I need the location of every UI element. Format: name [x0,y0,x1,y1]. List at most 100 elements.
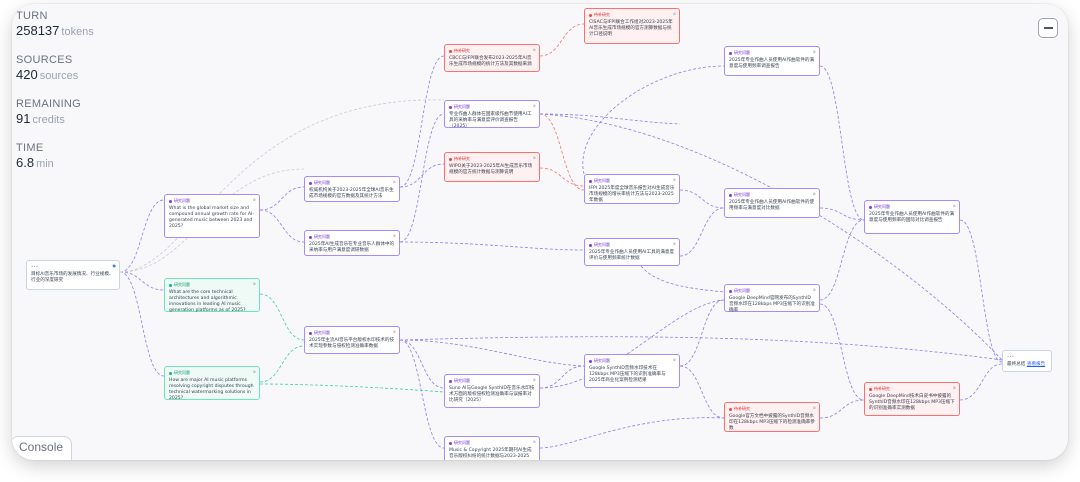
close-icon[interactable]: ⊗ [812,405,816,410]
subquestion-node[interactable]: 研究问题 ⊗ Google SynthID音频水印技术在128kbps MP3压… [584,354,680,388]
edge [259,293,305,341]
node-tag: 研究问题 [314,330,330,335]
dot-icon [449,157,452,161]
dot-icon [589,13,592,17]
close-icon[interactable]: ⊗ [532,439,536,444]
node-text: CBCC与IFPI联合发布2023-2025年AI音乐生成市场规模的统计方法及其… [449,56,532,67]
console-tab[interactable]: Console [12,436,73,460]
node-text: Suno AI与Google SynthID在音乐水印技术方面的版权侵权检测准确… [449,386,535,403]
node-text: CISAC与IFPI联合工作组对2023-2025年AI音乐生成市场规模的官方测… [589,20,673,37]
dot-icon [869,387,872,391]
node-text: Google DeepMind官网发布的SynthID音频水印在128kbps … [729,296,815,313]
close-icon[interactable]: ⊗ [252,369,256,374]
close-icon[interactable]: ⊗ [532,47,536,52]
node-text: 2025年主流AI音乐平台版权水印技术的技术实现参数与侵权检测准确率数据 [309,338,395,349]
subquestion-node[interactable]: 研究问题 ⊗ Suno AI与Google SynthID在音乐水印技术方面的版… [444,374,540,408]
node-tag: 研究问题 [174,198,190,203]
subquestion-node[interactable]: 研究问题 ⊗ Music & Copyright 2025年期刊AI生成音乐版权… [444,436,540,460]
pending-node[interactable]: 待补研究 ⊗ CISAC与IFPI联合工作组对2023-2025年AI音乐生成市… [584,8,680,44]
root-node[interactable]: ••• ● 目标AI音乐市场的发展情况、行业规模、行业的深度研究 [26,260,120,290]
dot-icon [309,181,312,185]
dot-icon [449,49,452,53]
edge [119,271,165,291]
stat-label: SOURCES [16,54,73,66]
stat-label: TURN [16,10,48,22]
edge [399,113,445,243]
close-icon[interactable]: ⊗ [532,377,536,382]
close-icon[interactable]: ⊗ [672,11,676,16]
dot-icon [169,371,172,375]
question-node-tech[interactable]: 研究问题 ⊗ What are the core technical archi… [164,278,260,313]
dot-icon [449,441,452,445]
close-icon[interactable]: ⊗ [672,357,676,362]
subquestion-node[interactable]: 研究问题 ⊗ 2025年专业作曲人员使用AI作曲软件的满意度与使用频率的国际对比… [864,200,960,234]
dot-icon [309,331,312,335]
close-icon[interactable]: ⊗ [812,287,816,292]
pending-node[interactable]: 待补研究 ⊗ CBCC与IFPI联合发布2023-2025年AI音乐生成市场规模… [444,44,540,72]
view-report-link[interactable]: 查看报告 [1026,362,1046,367]
edge [539,113,1003,361]
node-text: 专业作曲人群体在国家级作曲节使用AI工具的采纳率与满意度评价调查报告（2025） [449,112,532,129]
close-icon[interactable]: ⊗ [392,233,396,238]
close-icon[interactable]: ⊗ [252,281,256,286]
edge [539,113,681,125]
subquestion-node[interactable]: 研究问题 ⊗ 2025年专业作曲人员使用AI工具的满意度评价与使用频率统计数据 [584,238,680,266]
close-icon[interactable]: ⊗ [392,329,396,334]
edge [259,209,305,243]
close-icon[interactable]: ⊗ [252,197,256,202]
edge [119,271,165,377]
node-text: 2025年AI生成音乐在专业音乐人群体中的采纳率与用户满意度调研数据 [309,242,395,253]
subquestion-node[interactable]: 研究问题 ⊗ 2025年专业作曲人员使用AI作曲软件的使用频率与满意度对比数据 [724,188,820,218]
stat-unit: sources [39,70,79,82]
edge [259,345,305,383]
close-icon[interactable]: ⊗ [532,103,536,108]
node-tag: 待补研究 [874,386,890,391]
node-text: 2025年专业作曲人员使用AI作曲软件的使用频率与满意度对比数据 [729,200,815,211]
edge [679,365,725,419]
pending-node[interactable]: 待补研究 ⊗ WIPO关于2023-2025年AI生成音乐市场规模的官方统计数据… [444,152,540,182]
dot-icon [589,359,592,363]
stat-label: TIME [16,142,44,154]
pending-node[interactable]: 待补研究 ⊗ Google官方文档中披露的SynthID音频水印在128kbps… [724,402,820,432]
status-dot-icon: ● [112,263,117,268]
stat-value: 420 [16,67,38,82]
subquestion-node[interactable]: 研究问题 ⊗ Google DeepMind官网发布的SynthID音频水印在1… [724,284,820,313]
close-icon[interactable]: ⊗ [952,203,956,208]
close-icon[interactable]: ⊗ [532,155,536,160]
subquestion-node[interactable]: 研究问题 ⊗ 2025年AI生成音乐在专业音乐人群体中的采纳率与用户满意度调研数… [304,230,400,256]
dot-icon [729,407,732,411]
final-node[interactable]: ••• 最终总结 查看报告 [1002,350,1052,372]
node-tag: 研究问题 [454,440,470,445]
close-icon[interactable]: ⊗ [952,385,956,390]
close-icon[interactable]: ⊗ [812,191,816,196]
node-tag: 研究问题 [594,242,610,247]
collapse-button[interactable] [1038,18,1058,38]
edge [259,383,445,393]
close-icon[interactable]: ⊗ [672,241,676,246]
dot-icon [589,243,592,247]
subquestion-node[interactable]: 研究问题 ⊗ 权威机构关于2023-2025年全球AI音乐生成市场规模的官方数据… [304,176,400,202]
node-tag: 研究问题 [734,288,750,293]
stat-value: 91 [16,111,31,126]
node-text: What is the global market size and compo… [169,206,255,229]
subquestion-node[interactable]: 研究问题 ⊗ 2025年专业作曲人员使用AI作曲软件的满意度与使用频率调查报告 [724,46,820,76]
pending-node[interactable]: 待补研究 ⊗ Google DeepMind技术白皮书中披露的SynthID音频… [864,382,960,416]
edge [399,241,585,251]
node-text: IFPI 2025年度全球音乐报告对AI生成音乐市场规模的增长率统计方法与202… [589,186,675,203]
node-tag: 研究问题 [174,282,190,287]
close-icon[interactable]: ⊗ [812,49,816,54]
subquestion-node[interactable]: 研究问题 ⊗ 专业作曲人群体在国家级作曲节使用AI工具的采纳率与满意度评价调查报… [444,100,540,129]
edge [959,219,1003,363]
question-node-copyright[interactable]: 研究问题 ⊗ How are major AI music platforms … [164,366,260,401]
stat-unit: min [36,158,54,170]
question-node-market[interactable]: 研究问题 ⊗ What is the global market size an… [164,194,260,238]
close-icon[interactable]: ⊗ [392,179,396,184]
close-icon[interactable]: ⊗ [672,177,676,182]
subquestion-node[interactable]: 研究问题 ⊗ IFPI 2025年度全球音乐报告对AI生成音乐市场规模的增长率统… [584,174,680,204]
subquestion-node[interactable]: 研究问题 ⊗ 2025年主流AI音乐平台版权水印技术的技术实现参数与侵权检测准确… [304,326,400,354]
edge [399,339,445,389]
stat-label: REMAINING [16,98,82,110]
